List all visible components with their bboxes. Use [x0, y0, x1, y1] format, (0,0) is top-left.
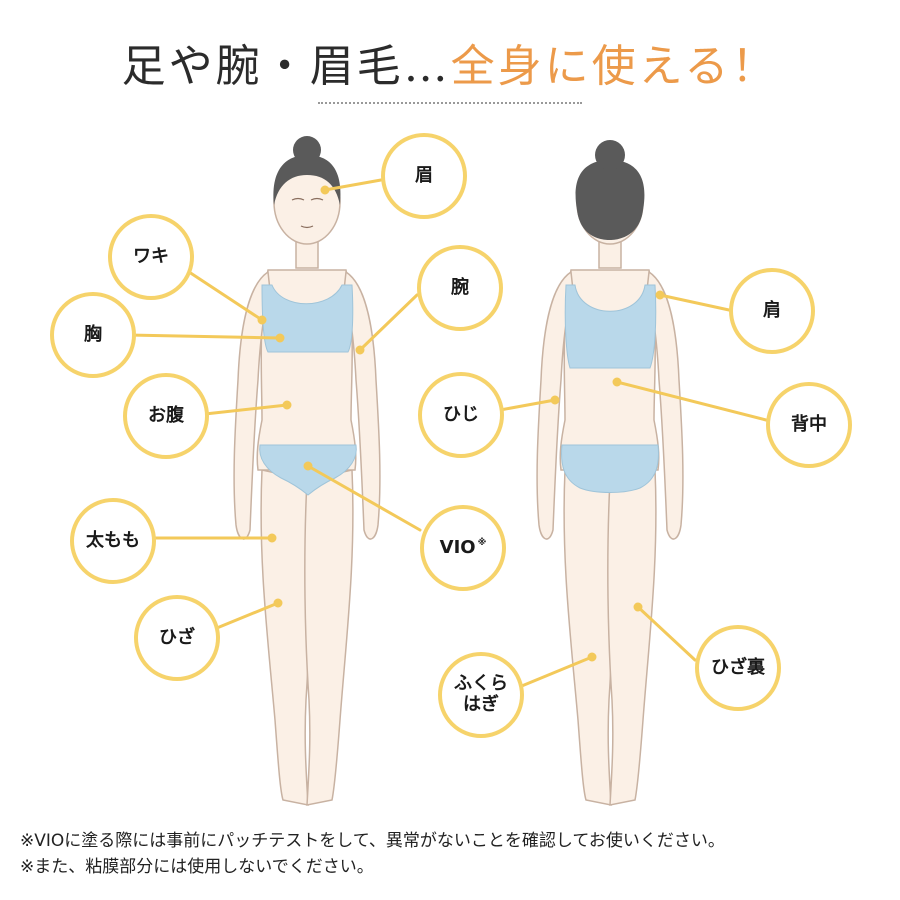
callout-waki: ワキ [108, 214, 194, 300]
pointer-mune [126, 333, 282, 340]
callout-senaka: 背中 [766, 382, 852, 468]
callout-hiza: ひざ [134, 595, 220, 681]
callout-label: 背中 [791, 413, 827, 435]
callout-ude: 腕 [417, 245, 503, 331]
callout-label: 腕 [451, 276, 469, 298]
callout-label: ひざ [159, 626, 195, 648]
callout-hiji: ひじ [418, 372, 504, 458]
callout-label: ふくら はぎ [454, 673, 508, 715]
pointer-hiji [498, 398, 557, 412]
callout-futomomo: 太もも [70, 498, 156, 584]
callout-onaka: お腹 [123, 373, 209, 459]
title-part-1: 足や腕・眉毛… [121, 41, 451, 92]
pointer-senaka [615, 380, 768, 422]
pointer-onaka [203, 403, 289, 416]
callout-label: ひざ裏 [711, 656, 765, 678]
callout-mune: 胸 [50, 292, 136, 378]
callout-label: 眉 [415, 164, 433, 186]
title-divider [318, 102, 582, 104]
pointer-vio [306, 464, 422, 532]
caution-note-2: ※また、粘膜部分には使用しないでください。 [20, 857, 374, 877]
callout-vio: VIO※ [420, 505, 506, 591]
callout-label: ワキ [133, 245, 169, 267]
callout-label: ひじ [443, 403, 479, 425]
caution-note-1: ※VIOに塗る際には事前にパッチテストをして、異常がないことを確認してお使いくだ… [20, 831, 725, 851]
callout-label: 肩 [763, 299, 781, 321]
pointer-mayu [323, 178, 383, 192]
callout-hizaura: ひざ裏 [695, 625, 781, 711]
pointer-fukurahagi [510, 655, 594, 692]
pointer-kata [658, 293, 731, 312]
pointer-ude [358, 293, 419, 352]
page-title: 足や腕・眉毛…全身に使える！ [0, 30, 900, 94]
callout-kata: 肩 [729, 268, 815, 354]
pointer-hizaura [636, 605, 697, 662]
callout-label: 太もも [86, 529, 140, 551]
title-part-2: 全身に使える！ [450, 41, 779, 92]
pointer-hiza [210, 601, 280, 632]
pointer-waki [184, 268, 264, 322]
callout-label: VIO [439, 536, 476, 558]
callout-label: お腹 [148, 404, 184, 426]
callout-label: 胸 [84, 323, 102, 345]
callout-mayu: 眉 [381, 133, 467, 219]
note-mark: ※ [477, 537, 487, 548]
callout-fukurahagi: ふくら はぎ [438, 652, 524, 738]
